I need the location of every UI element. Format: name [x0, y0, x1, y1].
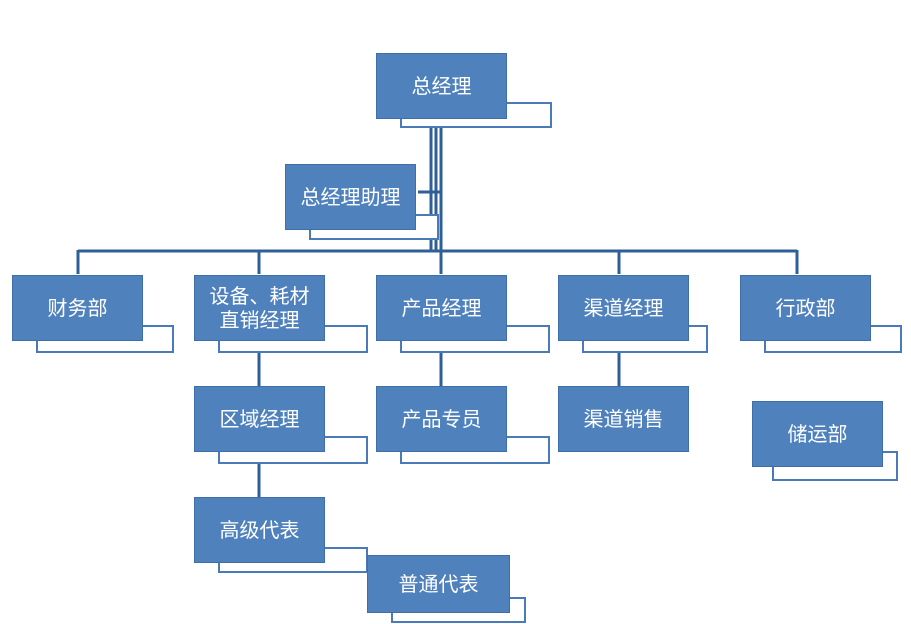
node-gm-assistant-box: 总经理助理: [285, 164, 416, 230]
node-product-specialist-label: 产品专员: [401, 407, 482, 431]
node-product-specialist-box: 产品专员: [376, 386, 507, 452]
node-regional-manager-box: 区域经理: [194, 386, 325, 452]
node-senior-rep-label: 高级代表: [219, 518, 300, 542]
node-senior-rep-box: 高级代表: [194, 497, 325, 563]
node-gm-label: 总经理: [411, 74, 472, 98]
node-finance-box: 财务部: [12, 275, 143, 341]
node-gm-assistant-label: 总经理助理: [300, 185, 401, 209]
node-storage-label: 储运部: [787, 422, 848, 446]
node-equipment-box: 设备、耗材直销经理: [194, 275, 325, 341]
node-finance-label: 财务部: [47, 296, 108, 320]
node-regular-rep-box: 普通代表: [367, 555, 510, 613]
node-channel-manager-box: 渠道经理: [558, 275, 689, 341]
node-equipment-label: 设备、耗材直销经理: [209, 284, 310, 332]
node-channel-sales-box: 渠道销售: [558, 386, 689, 452]
node-product-manager-label: 产品经理: [401, 296, 482, 320]
node-admin-label: 行政部: [775, 296, 836, 320]
node-product-manager-box: 产品经理: [376, 275, 507, 341]
node-regular-rep-label: 普通代表: [398, 572, 479, 596]
node-admin-box: 行政部: [740, 275, 871, 341]
node-gm-box: 总经理: [376, 53, 507, 119]
node-storage-box: 储运部: [752, 401, 883, 467]
node-channel-sales-label: 渠道销售: [583, 407, 664, 431]
node-regional-manager-label: 区域经理: [219, 407, 300, 431]
node-channel-manager-label: 渠道经理: [583, 296, 664, 320]
